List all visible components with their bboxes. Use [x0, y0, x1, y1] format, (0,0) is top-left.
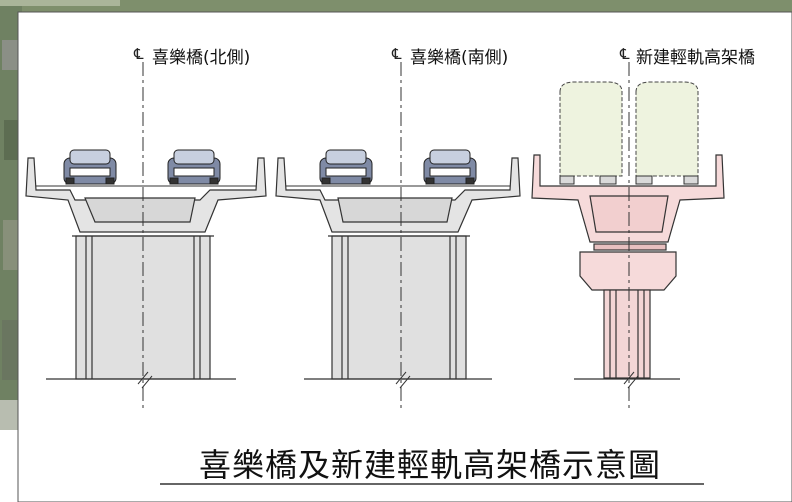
break-mark-north: [137, 371, 153, 389]
lrt-car-right: [635, 81, 699, 177]
centerline-symbol-south: ℄: [392, 45, 402, 63]
break-mark-south: [395, 371, 411, 389]
vehicle-north-right: [167, 149, 221, 185]
label-bridge-north: 喜樂橋(北側): [152, 48, 251, 68]
centerline-symbol-north: ℄: [134, 45, 144, 63]
diagram-caption: 喜樂橋及新建輕軌高架橋示意圖: [198, 446, 661, 484]
bridge-south-section: [275, 157, 521, 380]
vehicle-north-left: [63, 149, 117, 185]
vehicle-south-right: [423, 149, 477, 185]
lrt-bogies: [559, 175, 699, 185]
label-bridge-lrt: 新建輕軌高架橋: [636, 48, 755, 68]
vehicle-south-left: [319, 149, 373, 185]
lrt-car-left: [559, 81, 623, 177]
bridge-lrt-section: [531, 154, 725, 380]
centerline-symbol-lrt: ℄: [620, 45, 630, 63]
aerial-photo-background: [0, 0, 792, 430]
break-mark-lrt: [623, 371, 639, 389]
label-bridge-south: 喜樂橋(南側): [410, 48, 509, 68]
